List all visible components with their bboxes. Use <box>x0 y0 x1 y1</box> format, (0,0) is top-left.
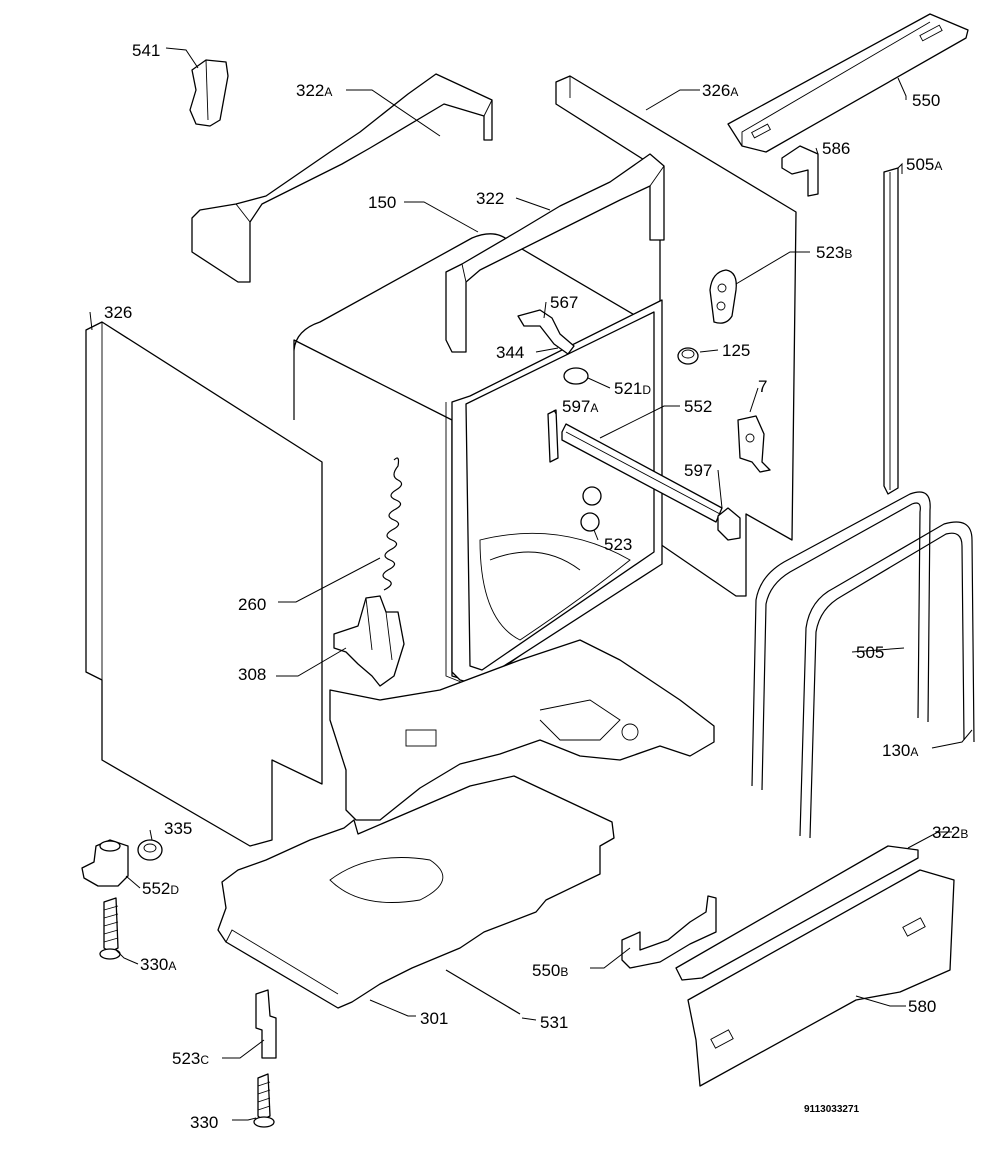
callout-552: 552 <box>684 397 712 416</box>
part-rail-322b <box>675 845 919 981</box>
part-door-seal <box>751 491 931 791</box>
callout-125: 125 <box>722 341 750 360</box>
part-latch-344 <box>517 309 575 355</box>
callout-550: 550 <box>912 91 940 110</box>
part-spring-260 <box>382 457 403 591</box>
callout-330: 330 <box>190 1113 218 1132</box>
part-screw-330a <box>99 897 121 960</box>
callout-567: 567 <box>550 293 578 312</box>
callout-322a: 322A <box>296 81 332 100</box>
callout-301: 301 <box>420 1009 448 1028</box>
part-clip-597a <box>547 409 559 463</box>
callout-260: 260 <box>238 595 266 614</box>
callout-330a: 330A <box>140 955 176 974</box>
callout-541: 541 <box>132 41 160 60</box>
part-bracket-586 <box>781 145 819 197</box>
callout-labels: 541 322A 326A 550 586 505A 150 322 523B … <box>104 41 968 1132</box>
part-cap-521d <box>563 367 589 385</box>
part-clip-597 <box>717 507 741 541</box>
callout-505a: 505A <box>906 155 942 174</box>
callout-597: 597 <box>684 461 712 480</box>
part-bracket-523c <box>255 989 277 1059</box>
part-nut-335 <box>137 839 163 861</box>
part-valve-552d <box>81 839 129 887</box>
part-clip-541 <box>189 59 229 127</box>
callout-531: 531 <box>540 1013 568 1032</box>
callout-7: 7 <box>758 377 767 396</box>
part-front-frame <box>445 153 665 353</box>
part-seal-strip <box>883 167 899 495</box>
part-hinge-308 <box>333 595 405 687</box>
callout-521d: 521D <box>614 379 651 398</box>
callout-150: 150 <box>368 193 396 212</box>
callout-322: 322 <box>476 189 504 208</box>
part-knob-125 <box>677 347 699 365</box>
part-side-panel-left <box>85 321 323 847</box>
part-gasket-130a <box>799 521 975 839</box>
part-hinge-7 <box>737 415 771 473</box>
callout-344: 344 <box>496 343 524 362</box>
part-base-tray <box>217 775 615 1009</box>
part-base-frame <box>329 639 715 821</box>
callout-308: 308 <box>238 665 266 684</box>
part-side-panel-right <box>555 75 797 597</box>
callout-326a: 326A <box>702 81 738 100</box>
callout-597a: 597A <box>562 397 598 416</box>
part-kickplate-580 <box>687 869 955 1087</box>
part-hinge-cover <box>709 269 737 324</box>
part-top-frame-a <box>191 73 493 283</box>
part-top-rail <box>727 13 969 153</box>
callout-322b: 322B <box>932 823 968 842</box>
callout-505: 505 <box>856 643 884 662</box>
callout-130a: 130A <box>882 741 918 760</box>
callout-523b: 523B <box>816 243 852 262</box>
part-screw-330 <box>253 1073 275 1128</box>
reference-code: 9113033271 <box>804 1104 860 1115</box>
callout-580: 580 <box>908 997 936 1016</box>
callout-550b: 550B <box>532 961 568 980</box>
callout-326: 326 <box>104 303 132 322</box>
part-nozzle-523 <box>580 486 602 532</box>
callout-335: 335 <box>164 819 192 838</box>
part-bracket-550b <box>621 895 717 969</box>
callout-523c: 523C <box>172 1049 209 1068</box>
callout-523: 523 <box>604 535 632 554</box>
leader-lines <box>89 47 973 1121</box>
callout-552d: 552D <box>142 879 179 898</box>
part-rod-531 <box>445 969 521 1015</box>
callout-586: 586 <box>822 139 850 158</box>
